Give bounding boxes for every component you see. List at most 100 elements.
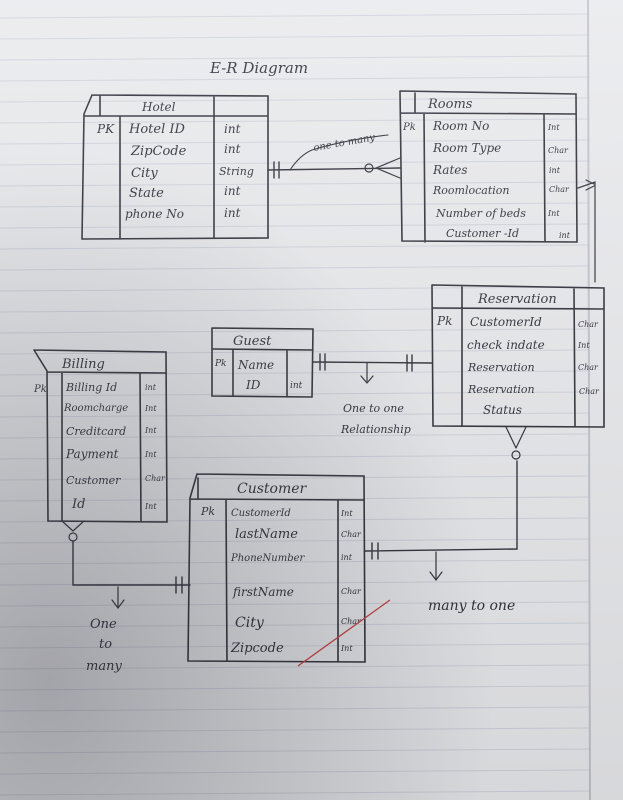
customer-attr-1: CustomerId [231, 508, 291, 519]
rel-billing-customer-label-3: many [86, 659, 122, 674]
customer-type-2: Char [341, 530, 362, 539]
customer-attr-6: Zipcode [230, 641, 284, 656]
red-strike-mark [297, 599, 391, 667]
reservation-pk: Pk [436, 314, 452, 328]
ruled-line [0, 118, 591, 124]
crowsfoot-reservation [505, 426, 527, 449]
reservation-type-4: Char [579, 387, 600, 396]
hotel-attr-4: State [129, 186, 164, 201]
hotel-attr-1: Hotel ID [128, 122, 186, 137]
rel-guest-reservation-label-1: One to one [343, 402, 404, 415]
hotel-title: Hotel [141, 100, 176, 114]
customer-attr-3: PhoneNumber [230, 553, 306, 564]
billing-type-4: Int [144, 450, 157, 459]
ruled-line [0, 538, 591, 544]
ruled-line [0, 790, 591, 796]
ruled-line [0, 223, 591, 229]
reservation-attr-5: Status [483, 403, 522, 417]
ruled-line [0, 727, 591, 733]
ruled-line [0, 286, 591, 292]
rel-hotel-rooms: one to many [267, 132, 401, 179]
rooms-attr-2: Room Type [432, 141, 501, 155]
ruled-line [0, 706, 591, 712]
billing-attr-5: Customer [66, 474, 121, 487]
reservation-attr-2: check indate [467, 338, 545, 352]
billing-type-1: int [145, 383, 157, 392]
reservation-box [431, 284, 605, 428]
ruled-line [0, 475, 591, 481]
rooms-type-5: Int [547, 209, 560, 218]
customer-type-6: Int [340, 644, 353, 653]
ruled-line [0, 391, 591, 397]
ruled-line [0, 685, 591, 691]
rel-billing-customer-label-2: to [99, 637, 112, 652]
billing-attr-6: Id [71, 497, 85, 512]
guest-box [211, 327, 314, 398]
customer-type-1: Int [340, 509, 353, 518]
customer-title: Customer [237, 481, 308, 497]
reservation-title: Reservation [477, 292, 557, 307]
reservation-type-2: Int [577, 341, 590, 350]
rel-customer-reservation-label: many to one [428, 598, 515, 614]
billing-attr-4: Payment [65, 447, 119, 461]
ruled-line [0, 55, 591, 61]
ruled-line [0, 13, 591, 19]
rel-billing-customer-line [72, 540, 191, 594]
billing-attr-2: Roomcharge [63, 403, 128, 414]
billing-box [33, 349, 168, 523]
rooms-type-2: Char [548, 146, 569, 155]
arrow-billing-note [111, 586, 125, 609]
ruled-line [0, 454, 591, 460]
hotel-attr-5: phone No [125, 207, 184, 221]
billing-attr-1: Billing Id [65, 381, 117, 394]
hotel-type-2: int [224, 142, 241, 156]
ruled-line [0, 244, 591, 250]
reservation-attr-3: Reservation [467, 361, 535, 374]
reservation-type-1: Char [578, 320, 599, 329]
hotel-type-1: int [224, 122, 241, 136]
guest-type-2: int [290, 381, 303, 391]
ruled-lines [0, 13, 591, 796]
ruled-line [0, 601, 591, 607]
reservation-type-3: Char [578, 363, 599, 372]
rel-hotel-rooms-label: one to many [313, 132, 377, 154]
hotel-type-4: int [224, 184, 241, 198]
entity-rooms: Rooms Pk Room No Room Type Rates Roomloc… [399, 90, 578, 243]
customer-attr-2: lastName [235, 527, 298, 542]
billing-type-5: Char [145, 474, 166, 483]
customer-pk: Pk [200, 505, 215, 518]
rooms-title: Rooms [427, 97, 473, 112]
diagram-title: E-R Diagram [209, 59, 308, 77]
rooms-attr-3: Rates [432, 163, 468, 177]
rooms-box [399, 90, 578, 243]
customer-attr-5: City [235, 615, 265, 631]
hotel-box [81, 94, 269, 240]
ruled-line [0, 76, 591, 82]
ruled-line [0, 34, 591, 40]
rel-customer-reservation-line [364, 460, 518, 560]
arrow-guest-note [360, 362, 374, 384]
entity-guest: Guest Pk Name ID int [211, 327, 314, 398]
rooms-type-4: Char [549, 185, 570, 194]
reservation-attr-4: Reservation [467, 383, 535, 396]
customer-type-4: Char [341, 587, 362, 596]
rooms-attr-4: Roomlocation [432, 184, 509, 197]
guest-attr-2: ID [245, 378, 261, 392]
hotel-attr-2: ZipCode [130, 144, 187, 159]
guest-title: Guest [233, 334, 272, 349]
billing-type-3: Int [144, 426, 157, 435]
ruled-line [0, 769, 591, 775]
rooms-type-6: int [559, 231, 571, 240]
rooms-attr-5: Number of beds [435, 207, 526, 220]
customer-type-3: int [341, 553, 353, 562]
ruled-line [0, 643, 591, 649]
rel-hotel-rooms-curve [289, 134, 389, 171]
rel-rooms-reservation-line [577, 179, 596, 283]
ruled-line [0, 370, 591, 376]
billing-title: Billing [61, 357, 105, 372]
rooms-attr-6: Customer -Id [446, 227, 519, 240]
arrow-customer-note [429, 551, 443, 581]
ruled-line [0, 412, 591, 418]
entity-customer: Customer Pk CustomerId lastName PhoneNum… [187, 473, 391, 667]
